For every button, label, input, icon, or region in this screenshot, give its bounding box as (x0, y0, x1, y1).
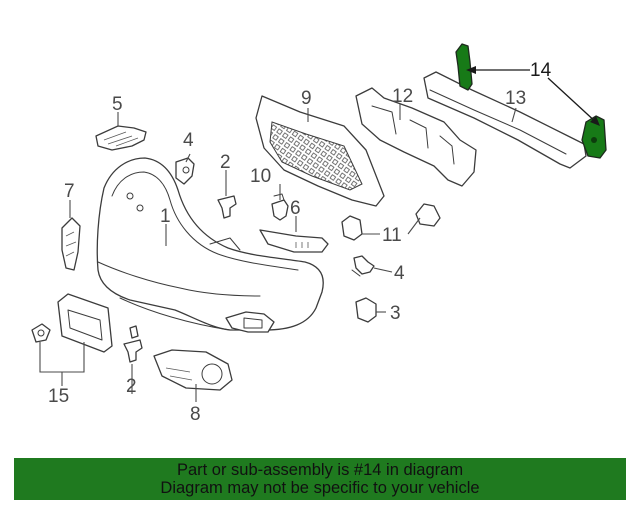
license-bolt (31, 323, 51, 343)
callout-2-upper: 2 (220, 152, 231, 173)
energy-absorber (355, 87, 477, 187)
callout-8: 8 (190, 404, 201, 425)
push-clip-lower (351, 255, 375, 277)
grille-clip (271, 193, 289, 221)
banner-line-2: Diagram may not be specific to your vehi… (160, 479, 480, 497)
bumper-cover (96, 157, 324, 333)
side-reflector (259, 229, 329, 253)
callout-9: 9 (301, 88, 312, 109)
highlighted-bracket-right (581, 115, 607, 159)
callout-7: 7 (64, 181, 75, 202)
fog-lamp-bezel (153, 349, 233, 391)
callout-10: 10 (250, 166, 271, 187)
callout-4-lower: 4 (394, 263, 405, 284)
callout-5: 5 (112, 94, 123, 115)
info-banner: Part or sub-assembly is #14 in diagram D… (14, 458, 626, 500)
push-clip-upper (175, 157, 195, 185)
lower-grille (255, 95, 385, 207)
highlighted-bracket-left (455, 43, 473, 91)
bracket-clip-right (415, 203, 441, 227)
callout-14: 14 (530, 60, 552, 81)
license-bracket (57, 293, 113, 353)
side-bracket (95, 125, 147, 151)
corner-bracket (61, 217, 81, 271)
callout-15: 15 (48, 386, 69, 407)
clip-nut (355, 297, 377, 323)
callout-13: 13 (505, 88, 526, 109)
leader-lines (39, 66, 600, 402)
banner-line-1: Part or sub-assembly is #14 in diagram (176, 461, 464, 479)
reinforcement-beam (423, 71, 587, 169)
callout-4-upper: 4 (183, 130, 194, 151)
callout-12: 12 (392, 86, 413, 107)
callout-1: 1 (160, 206, 171, 227)
bracket-clip-left (341, 215, 363, 241)
callout-3: 3 (390, 303, 401, 324)
callout-11: 11 (382, 225, 402, 246)
retainer-pin-upper (217, 195, 237, 219)
callout-2-lower: 2 (126, 376, 137, 397)
callout-6: 6 (290, 198, 301, 219)
retainer-pin-lower (123, 325, 143, 363)
